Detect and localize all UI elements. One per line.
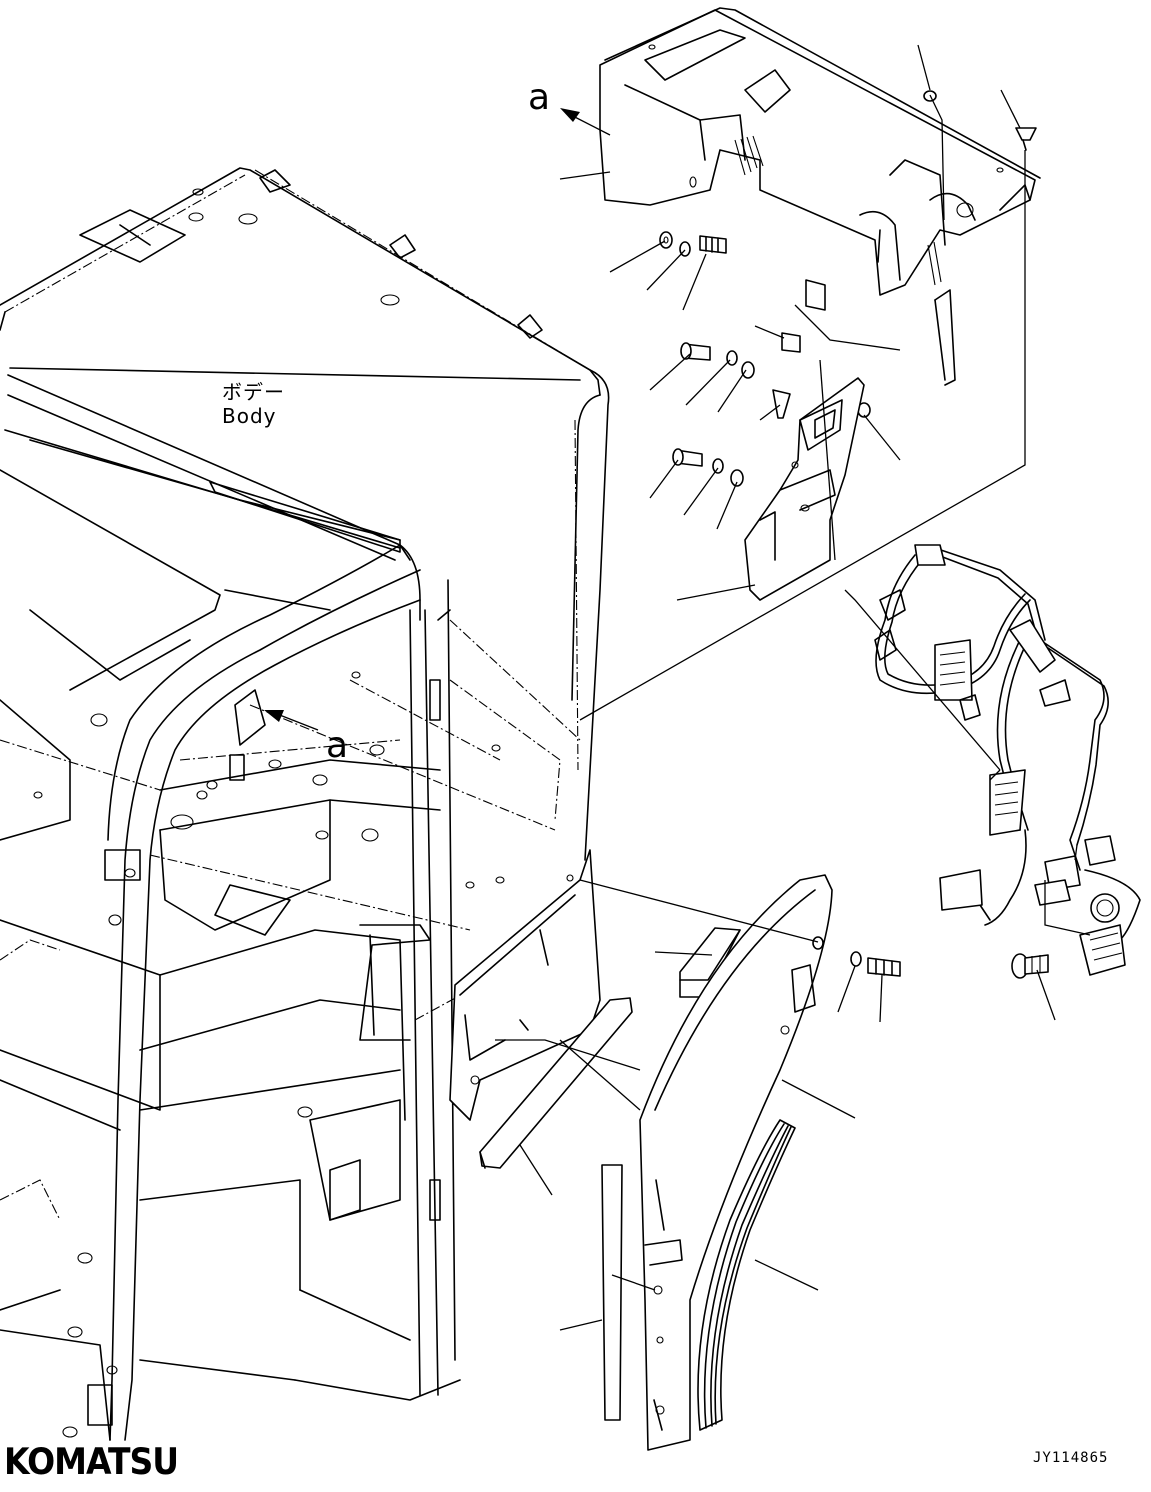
view-marker-a-body: a bbox=[326, 725, 349, 766]
body-label-en: Body bbox=[222, 404, 277, 428]
cab-body-frame bbox=[0, 167, 610, 1441]
komatsu-logo: KOMATSU bbox=[4, 1440, 179, 1483]
rear-upper-trim-cover bbox=[599, 7, 1041, 386]
wiring-harness bbox=[874, 544, 1141, 979]
drawing-number: JY114865 bbox=[1033, 1450, 1109, 1466]
leader-lines bbox=[264, 44, 1091, 1331]
body-label-jp: ボデー bbox=[222, 380, 285, 404]
view-marker-a-top: a bbox=[528, 77, 551, 118]
fasteners-upper bbox=[659, 90, 1037, 487]
side-panel-bracket bbox=[744, 377, 865, 601]
pillar-trim-panels bbox=[449, 849, 901, 1451]
